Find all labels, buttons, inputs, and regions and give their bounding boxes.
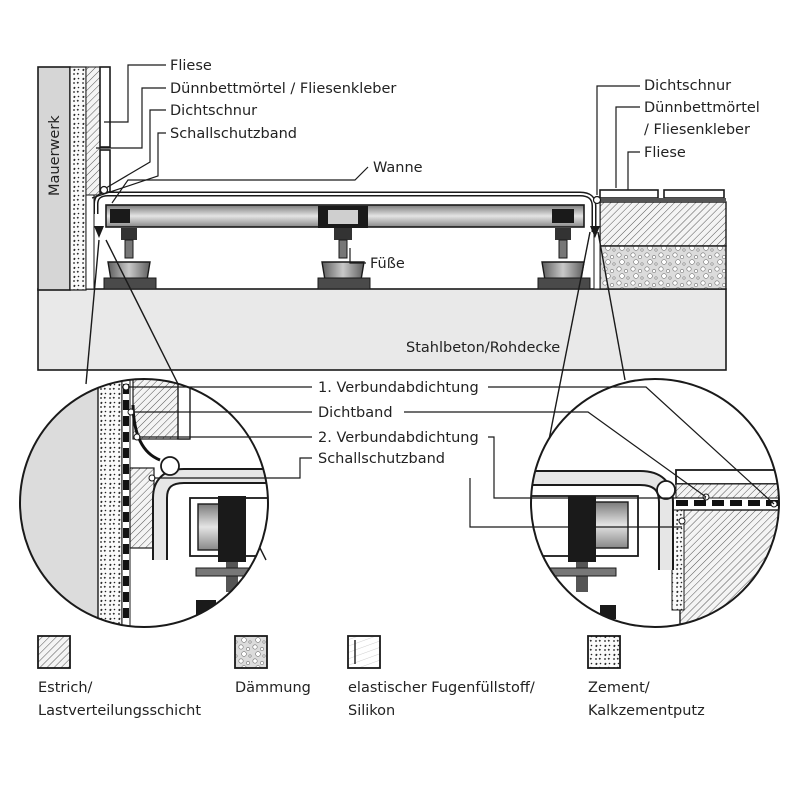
wall-tile-upper (99, 66, 111, 148)
legend-label-sealant-2: Silikon (348, 703, 395, 719)
detail-left (19, 378, 269, 628)
label-fliese-right: Fliese (644, 145, 686, 161)
wall-label: Mauerwerk (47, 115, 63, 196)
legend-item-sealant: elastischer Fugenfüllstoff/ Silikon (347, 635, 535, 719)
legend-label-screed-1: Estrich/ (38, 680, 93, 696)
wall-tile-lower (99, 149, 111, 193)
foot-middle (317, 228, 371, 290)
screed-layer (599, 201, 727, 247)
cement-pattern-swatch-icon (587, 635, 621, 669)
legend-label-cement-1: Zement/ (588, 680, 650, 696)
sealing-cord-left-icon (94, 226, 104, 238)
detail-label-second-waterproofing: 2. Verbundabdichtung (318, 430, 479, 446)
detail-right (530, 378, 780, 628)
sealant-pattern-swatch-icon (347, 635, 381, 669)
floor-adhesive (600, 198, 726, 202)
label-adhesive-right-1: Dünnbettmörtel (644, 100, 760, 116)
foot-right (537, 228, 591, 290)
foot-left (103, 228, 157, 290)
detail-label-first-waterproofing: 1. Verbundabdichtung (318, 380, 479, 396)
label-cord-left: Dichtschnur (170, 103, 257, 119)
insulation-layer (599, 245, 727, 290)
floor-tile-1 (599, 189, 659, 199)
sealing-cord-right-icon (590, 226, 600, 238)
legend-label-screed-2: Lastverteilungsschicht (38, 703, 201, 719)
label-wanne: Wanne (373, 160, 423, 176)
legend-item-screed: Estrich/ Lastverteilungsschicht (37, 635, 201, 719)
floor-tile-2 (663, 189, 725, 199)
label-fuesse: Füße (370, 256, 405, 272)
legend: Estrich/ Lastverteilungsschicht Dämmung … (37, 635, 705, 719)
masonry-wall (37, 66, 71, 291)
detail-label-sealing-tape: Dichtband (318, 405, 393, 421)
label-adhesive-right-2: / Fliesenkleber (644, 122, 750, 138)
hatch-pattern-swatch-icon (37, 635, 71, 669)
detail-label-sound-band: Schallschutzband (318, 451, 445, 467)
legend-item-cement: Zement/ Kalkzementputz (587, 635, 705, 719)
section-view: Mauerwerk Stahlbeton/Rohdecke Fliese Dün… (37, 58, 760, 371)
legend-label-cement-2: Kalkzementputz (588, 703, 705, 719)
label-adhesive-left: Dünnbettmörtel / Fliesenkleber (170, 81, 396, 97)
wall-adhesive (85, 66, 101, 196)
wall-sound-band (85, 194, 95, 290)
legend-label-insulation-1: Dämmung (235, 680, 311, 696)
legend-item-insulation: Dämmung (234, 635, 311, 696)
insulation-pattern-swatch-icon (234, 635, 268, 669)
label-fliese-left: Fliese (170, 58, 212, 74)
legend-label-sealant-1: elastischer Fugenfüllstoff/ (348, 680, 535, 696)
floor-label: Stahlbeton/Rohdecke (406, 340, 560, 356)
plaster-layer (69, 66, 87, 291)
detail-leaders (128, 386, 775, 528)
concrete-slab (37, 288, 727, 371)
label-cord-right: Dichtschnur (644, 78, 731, 94)
label-soundband-left: Schallschutzband (170, 126, 297, 142)
